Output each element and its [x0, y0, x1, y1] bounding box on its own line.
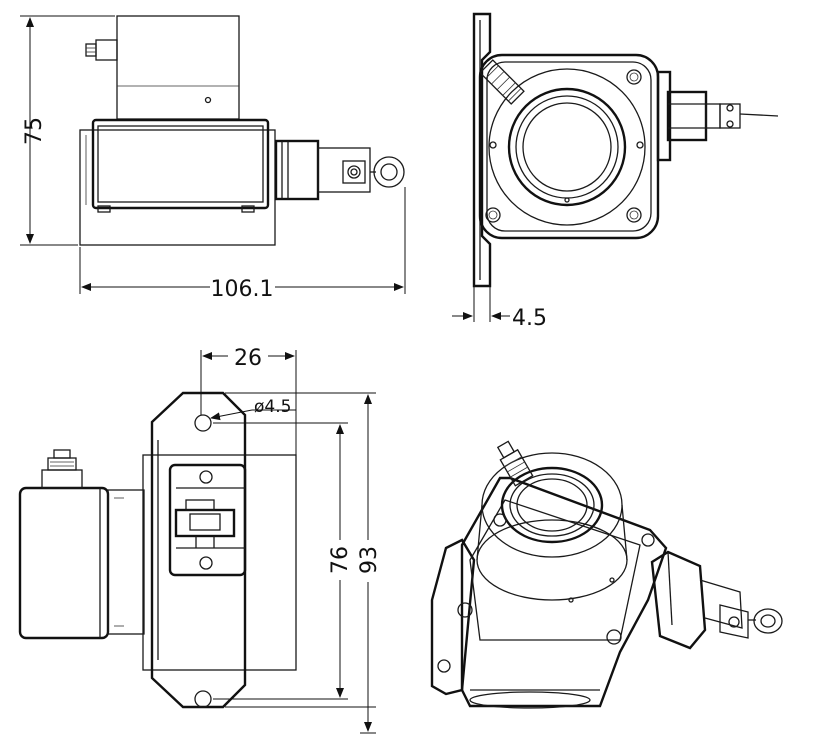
connector-window [168, 463, 247, 577]
length-value: 106.1 [211, 277, 274, 302]
cable-gland-top [41, 449, 83, 489]
wire-connector-iso [650, 550, 783, 650]
wire-connector [274, 139, 405, 201]
height-value: 75 [22, 117, 47, 145]
flange-height-dimension: 93 [225, 392, 382, 734]
hole-offset-value: 26 [234, 346, 262, 371]
isometric-view [430, 440, 783, 709]
thickness-value: 4.5 [512, 306, 547, 331]
wire-connector-front [656, 70, 779, 162]
hole-diameter-dimension: ø4.5 [210, 397, 296, 421]
height-dimension: 75 [20, 15, 115, 246]
thickness-dimension: 4.5 [452, 286, 547, 331]
cable-gland-iso [496, 440, 534, 487]
length-dimension: 106.1 [79, 187, 406, 302]
cable-gland [85, 39, 118, 61]
hole-offset-dimension: 26 [200, 346, 297, 455]
mounting-view: 26 ø4.5 76 93 [18, 346, 382, 734]
hole-spacing-dimension: 76 [213, 422, 353, 700]
flange-height-value: 93 [357, 546, 382, 574]
hole-spacing-value: 76 [328, 546, 353, 574]
hole-diameter-value: ø4.5 [254, 397, 291, 417]
cable-gland-front [479, 59, 525, 105]
side-view: 75 106.1 [20, 15, 406, 302]
front-view: 4.5 [452, 12, 779, 331]
